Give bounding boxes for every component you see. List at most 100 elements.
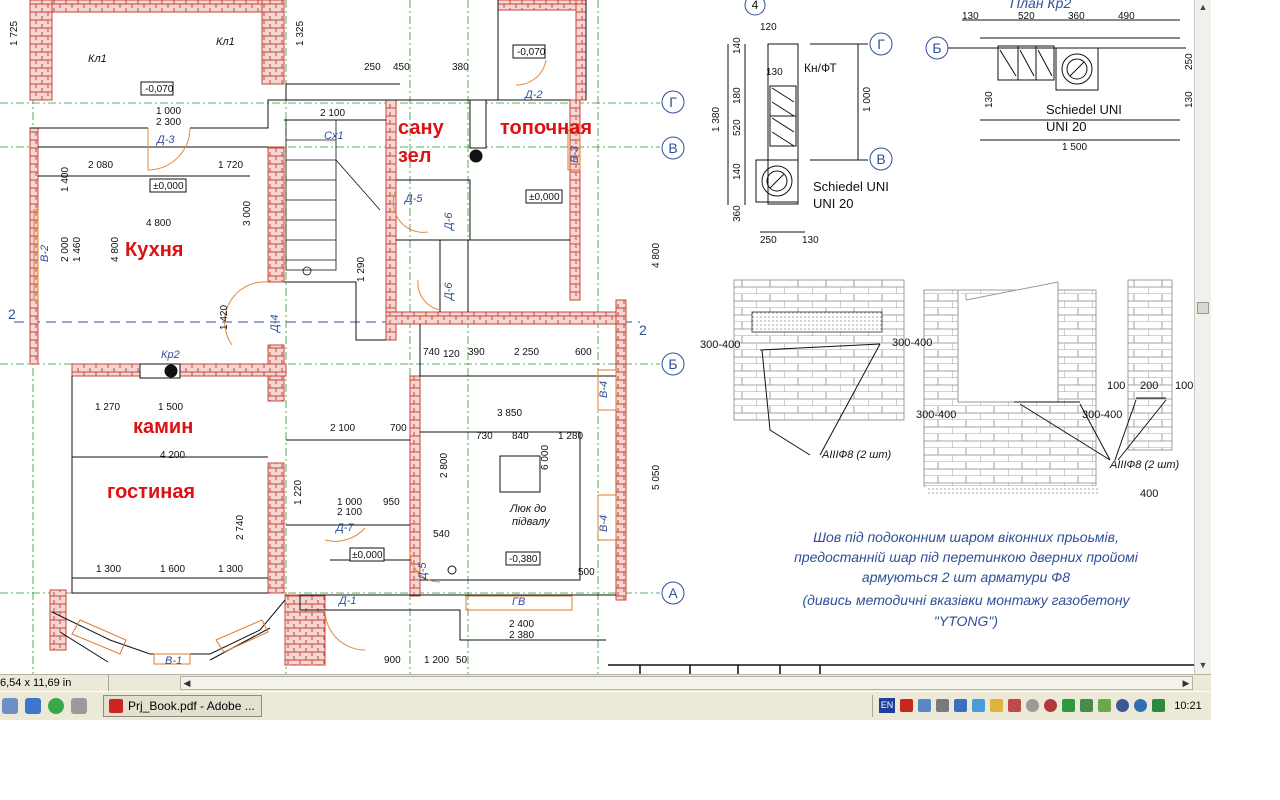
svg-text:130: 130 [962, 11, 979, 22]
svg-text:підвалу: підвалу [512, 516, 551, 528]
svg-text:армуються 2 шт арматури Ф8: армуються 2 шт арматури Ф8 [862, 569, 1070, 585]
svg-text:Д-5: Д-5 [403, 193, 423, 205]
update-icon[interactable] [972, 699, 985, 712]
svg-text:360: 360 [732, 205, 743, 222]
svg-text:130: 130 [1184, 91, 1194, 108]
svg-text:Schiedel UNI: Schiedel UNI [1046, 102, 1122, 117]
utility-icon[interactable] [71, 698, 87, 714]
svg-text:2 100: 2 100 [320, 108, 345, 119]
antivirus-icon[interactable] [1044, 699, 1057, 712]
svg-text:1 270: 1 270 [95, 402, 120, 413]
show-desktop-icon[interactable] [2, 698, 18, 714]
vertical-scrollbar[interactable]: ▲ ▼ [1194, 0, 1211, 674]
svg-text:2 400: 2 400 [509, 619, 534, 630]
svg-text:400: 400 [1140, 488, 1158, 500]
horizontal-scrollbar[interactable]: ◀ ▶ [180, 676, 1193, 690]
plugin-icon[interactable] [1098, 699, 1111, 712]
internet-explorer-icon[interactable] [25, 698, 41, 714]
taskbar-item-acrobat[interactable]: Prj_Book.pdf - Adobe ... [103, 695, 262, 717]
svg-text:1 000: 1 000 [337, 497, 362, 508]
svg-text:4 200: 4 200 [160, 450, 185, 461]
svg-text:1 600: 1 600 [160, 564, 185, 575]
volume-icon[interactable] [936, 699, 949, 712]
svg-text:1 500: 1 500 [1062, 142, 1087, 153]
assembly-note: Шов під подоконним шаром віконних прьоьм… [794, 529, 1139, 629]
svg-text:UNI 20: UNI 20 [813, 196, 853, 211]
system-tray: EN 10:21 [872, 695, 1211, 717]
svg-text:250: 250 [364, 62, 381, 73]
svg-text:Д-2: Д-2 [523, 89, 543, 101]
svg-text:1 460: 1 460 [72, 237, 83, 262]
svg-text:200: 200 [1140, 380, 1158, 392]
svg-text:1 500: 1 500 [158, 402, 183, 413]
svg-text:Д-6: Д-6 [443, 212, 455, 232]
svg-text:Д-3: Д-3 [155, 134, 175, 146]
svg-text:В-4: В-4 [598, 381, 610, 398]
svg-text:2: 2 [639, 322, 647, 338]
svg-text:-0,380: -0,380 [509, 554, 538, 565]
svg-text:"YTONG"): "YTONG") [934, 613, 998, 629]
chrome-icon[interactable] [48, 698, 64, 714]
scroll-left-icon[interactable]: ◀ [183, 678, 191, 688]
svg-text:1 300: 1 300 [96, 564, 121, 575]
svg-text:±0,000: ±0,000 [352, 550, 383, 561]
svg-text:250: 250 [760, 235, 777, 246]
scroll-thumb[interactable] [1197, 302, 1209, 314]
status-bar: 6,54 x 11,69 in ◀ ▶ [0, 674, 1211, 691]
svg-text:130: 130 [802, 235, 819, 246]
svg-text:120: 120 [760, 22, 777, 33]
svg-text:1 400: 1 400 [60, 167, 71, 192]
svg-text:840: 840 [512, 431, 529, 442]
svg-text:3 850: 3 850 [497, 408, 522, 419]
taskbar: Prj_Book.pdf - Adobe ... EN 10:21 [0, 691, 1211, 720]
svg-text:А: А [668, 585, 678, 601]
svg-text:1 380: 1 380 [711, 107, 722, 132]
clock[interactable]: 10:21 [1174, 700, 1202, 712]
svg-text:Кухня: Кухня [125, 239, 183, 261]
svg-text:Кл1: Кл1 [88, 53, 107, 65]
svg-text:4 800: 4 800 [110, 237, 121, 262]
svg-text:360: 360 [1068, 11, 1085, 22]
skype-icon[interactable] [954, 699, 967, 712]
axis-markers: Г В Б А 2 2 [8, 90, 685, 605]
mail-icon[interactable] [990, 699, 1003, 712]
svg-text:2 000: 2 000 [60, 237, 71, 262]
reinforcement-detail-labels: 300-400 300-400 300-400 300-400 AIIIФ8 (… [700, 337, 1193, 500]
battery-icon[interactable] [1152, 699, 1165, 712]
svg-text:390: 390 [468, 347, 485, 358]
svg-text:3 000: 3 000 [242, 201, 253, 226]
svg-text:2 100: 2 100 [330, 423, 355, 434]
svg-text:В-4: В-4 [598, 515, 610, 532]
plan-kr2 [946, 19, 1186, 141]
network-icon[interactable] [918, 699, 931, 712]
security-icon[interactable] [1008, 699, 1021, 712]
svg-text:700: 700 [390, 423, 407, 434]
messenger-icon[interactable] [1062, 699, 1075, 712]
svg-text:Schiedel UNI: Schiedel UNI [813, 179, 889, 194]
scroll-down-icon[interactable]: ▼ [1198, 660, 1208, 670]
info-icon[interactable] [1134, 699, 1147, 712]
svg-text:950: 950 [383, 497, 400, 508]
svg-text:2 100: 2 100 [337, 507, 362, 518]
svg-text:300-400: 300-400 [892, 337, 932, 349]
scroll-right-icon[interactable]: ▶ [1182, 678, 1190, 688]
svg-text:1 300: 1 300 [218, 564, 243, 575]
svg-text:-0,070: -0,070 [145, 84, 174, 95]
svg-text:2 380: 2 380 [509, 630, 534, 641]
svg-text:В-3: В-3 [569, 145, 581, 163]
svg-text:Люк до: Люк до [509, 503, 546, 515]
facebook-icon[interactable] [1116, 699, 1129, 712]
svg-text:2 740: 2 740 [235, 515, 246, 540]
document-viewport[interactable]: Г В Б А 2 2 Кухня гостиная камин сану зе… [0, 0, 1194, 674]
pdf-icon [109, 699, 123, 713]
scroll-up-icon[interactable]: ▲ [1198, 2, 1208, 12]
walls [29, 0, 627, 666]
axis-grid [0, 0, 660, 674]
sync-icon[interactable] [1080, 699, 1093, 712]
language-indicator[interactable]: EN [879, 698, 895, 713]
svg-text:300-400: 300-400 [700, 339, 740, 351]
svg-text:520: 520 [1018, 11, 1035, 22]
device-icon[interactable] [1026, 699, 1039, 712]
acrobat-tray-icon[interactable] [900, 699, 913, 712]
svg-text:В-2: В-2 [39, 245, 51, 262]
